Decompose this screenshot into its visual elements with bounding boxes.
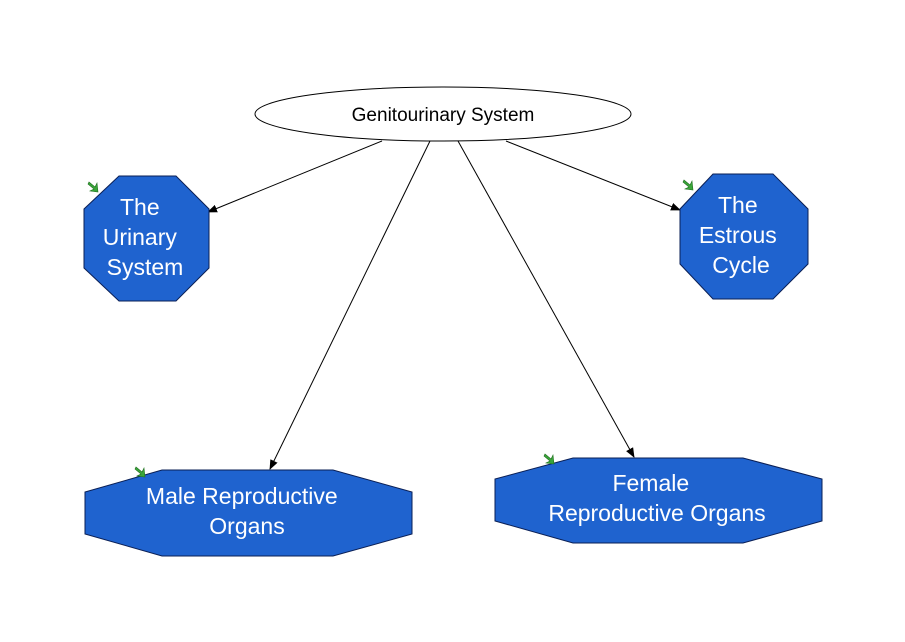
svg-text:Female Reproductive Orga: Female Reproductive Organs	[548, 470, 765, 526]
green-link-arrow-icon[interactable]	[682, 179, 694, 191]
node-male-line-1: Male Reproductive	[146, 483, 338, 509]
root-node-label: Genitourinary System	[352, 105, 535, 126]
edge-root-to-urinary	[207, 140, 383, 213]
node-estrous-line-2: Estrous	[699, 222, 777, 248]
node-estrous-line-3: Cycle	[712, 252, 770, 278]
node-urinary-line-2: Urinary	[103, 224, 178, 250]
edges	[207, 140, 681, 470]
svg-text:The Urinary System: The Urinary System	[103, 194, 184, 280]
node-urinary-line-3: System	[107, 254, 184, 280]
green-link-arrow-icon[interactable]	[87, 181, 99, 193]
node-male-reproductive-organs[interactable]: Male Reproductive Organs	[84, 466, 413, 557]
green-link-arrow-icon[interactable]	[134, 466, 146, 478]
node-male-line-2: Organs	[209, 513, 284, 539]
node-female-line-1: Female	[612, 470, 689, 496]
edge-root-to-female	[457, 140, 635, 458]
edge-root-to-estrous	[505, 140, 681, 211]
node-female-line-2: Reproductive Organs	[548, 500, 765, 526]
root-node[interactable]: Genitourinary System	[254, 86, 632, 142]
node-urinary-line-1: The	[120, 194, 160, 220]
edge-root-to-male	[269, 140, 431, 470]
svg-text:Male Reproductive Organs: Male Reproductive Organs	[146, 483, 344, 539]
green-link-arrow-icon[interactable]	[543, 453, 555, 465]
node-urinary-system[interactable]: The Urinary System	[83, 175, 210, 302]
svg-text:The Estrous Cycle: The Estrous Cycle	[699, 192, 783, 278]
node-estrous-line-1: The	[718, 192, 758, 218]
node-estrous-cycle[interactable]: The Estrous Cycle	[679, 173, 809, 300]
node-female-reproductive-organs[interactable]: Female Reproductive Organs	[494, 453, 823, 544]
